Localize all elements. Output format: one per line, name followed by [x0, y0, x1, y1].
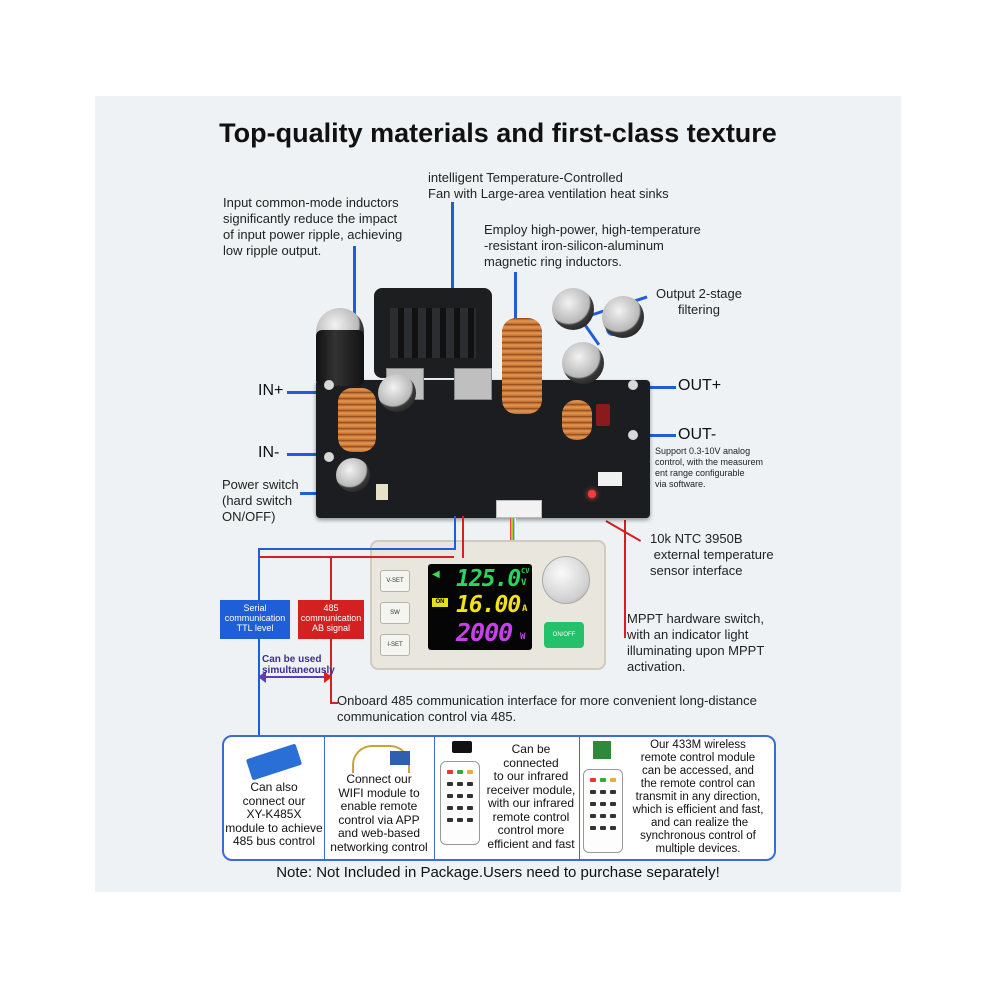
serial-ttl-badge: Serial communication TTL level: [220, 600, 290, 639]
serial-top-line-red: [258, 556, 454, 558]
inductor-annotation: Input common-mode inductors significantl…: [223, 195, 403, 258]
out-plus-label: OUT+: [678, 377, 722, 394]
out-minus-label: OUT-: [678, 426, 717, 443]
rs485-module-image: [245, 743, 303, 781]
serial-riser-blue: [454, 516, 456, 550]
in-plus-label: IN+: [258, 382, 284, 399]
pcb-board: [316, 288, 650, 518]
voltage-value: 125.0: [456, 566, 521, 592]
accessory-cell-485: Can also connect our XY-K485X module to …: [224, 737, 325, 859]
power-switch: [376, 484, 388, 500]
mppt-pointer-line: [624, 520, 626, 638]
cell-infrared-text: Can be connected to our infrared receive…: [486, 742, 576, 851]
package-note: Note: Not Included in Package.Users need…: [276, 864, 720, 881]
accessory-box: Can also connect our XY-K485X module to …: [222, 735, 776, 861]
simultaneous-label: Can be used simultaneously: [262, 654, 335, 676]
terminal-in-plus: [324, 380, 334, 390]
arrow-right-icon: [324, 671, 332, 683]
serial-to-box-line: [258, 638, 260, 738]
accessory-cell-433m: Our 433M wireless remote control module …: [579, 737, 772, 859]
serial-drop-blue: [258, 548, 260, 600]
simultaneous-arrow: [260, 676, 330, 678]
iset-button[interactable]: I-SET: [380, 634, 410, 656]
magnetic-pointer-line: [514, 272, 517, 330]
in-minus-label: IN-: [258, 444, 280, 461]
common-mode-inductor: [338, 388, 376, 452]
mppt-indicator-light: [588, 490, 596, 498]
filter-inductor: [562, 400, 592, 440]
ir-receiver-image: [452, 741, 472, 753]
resistor: [596, 404, 610, 426]
voltage-unit: V: [521, 578, 527, 588]
current-unit: A: [522, 604, 528, 614]
analog-annotation: Support 0.3-10V analog control, with the…: [655, 446, 764, 489]
mppt-annotation: MPPT hardware switch, with an indicator …: [627, 611, 765, 674]
onoff-button[interactable]: ON/OFF: [544, 622, 584, 648]
output-capacitor-2: [602, 296, 644, 338]
cv-tag: CV: [521, 567, 530, 575]
magnetic-annotation: Employ high-power, high-temperature -res…: [484, 222, 701, 269]
toroid-inductor: [502, 318, 542, 414]
input-capacitor-1-body: [316, 330, 364, 386]
heatsink-tab-right: [454, 368, 492, 400]
fan-annotation: intelligent Temperature-Controlled Fan w…: [428, 170, 669, 201]
serial-riser-red: [462, 516, 464, 558]
input-capacitor-2: [378, 374, 416, 412]
rf-remote-image: [583, 769, 623, 853]
cell-wifi-text: Connect our WIFI module to enable remote…: [330, 772, 428, 854]
terminal-out-minus: [628, 430, 638, 440]
wifi-module-image: [390, 751, 410, 765]
out-minus-line: [642, 434, 676, 437]
rs485-ab-badge: 485 communication AB signal: [298, 600, 364, 639]
speaker-icon: ◀: [432, 569, 440, 580]
cooling-fan: [374, 288, 492, 378]
on-tag: ON: [432, 598, 448, 607]
power-unit: W: [520, 632, 526, 642]
connector-ribbon: [496, 500, 542, 518]
power-value: 2000: [456, 618, 513, 647]
sw-button[interactable]: SW: [380, 602, 410, 624]
rs485-drop-red: [330, 556, 332, 600]
accessory-cell-wifi: Connect our WIFI module to enable remote…: [324, 737, 435, 859]
ntc-annotation: 10k NTC 3950B external temperature senso…: [650, 531, 774, 578]
rf433-module-image: [593, 741, 611, 759]
rotary-knob[interactable]: [542, 556, 590, 604]
out-plus-line: [642, 386, 676, 389]
arrow-left-icon: [258, 671, 266, 683]
onboard-485-annotation: Onboard 485 communication interface for …: [337, 693, 757, 724]
in-plus-line: [287, 391, 321, 394]
terminal-out-plus: [628, 380, 638, 390]
cell-485-text: Can also connect our XY-K485X module to …: [225, 780, 323, 848]
filtering-annotation: Output 2-stage filtering: [656, 286, 742, 317]
fan-pointer-line: [451, 202, 454, 296]
output-capacitor-1: [552, 288, 594, 330]
page-title: Top-quality materials and first-class te…: [219, 118, 777, 148]
cell-433m-text: Our 433M wireless remote control module …: [632, 739, 764, 855]
lcd-screen: ◀ 125.0 CV V ON 16.00 A 2000 W: [428, 564, 532, 650]
ribbon-cable: [510, 518, 516, 542]
ir-remote-image: [440, 761, 480, 845]
in-minus-line: [287, 453, 327, 456]
current-value: 16.00: [456, 592, 521, 618]
analog-connector: [598, 472, 622, 486]
output-capacitor-3: [562, 342, 604, 384]
vset-button[interactable]: V-SET: [380, 570, 410, 592]
display-module: V-SET SW I-SET ◀ 125.0 CV V ON 16.00 A 2…: [370, 540, 606, 670]
terminal-in-minus: [324, 452, 334, 462]
power-switch-annotation: Power switch (hard switch ON/OFF): [222, 477, 299, 524]
small-capacitor: [336, 458, 370, 492]
serial-top-line-blue: [258, 548, 456, 550]
rs485-onboard-tick: [330, 702, 338, 704]
accessory-cell-infrared: Can be connected to our infrared receive…: [434, 737, 580, 859]
